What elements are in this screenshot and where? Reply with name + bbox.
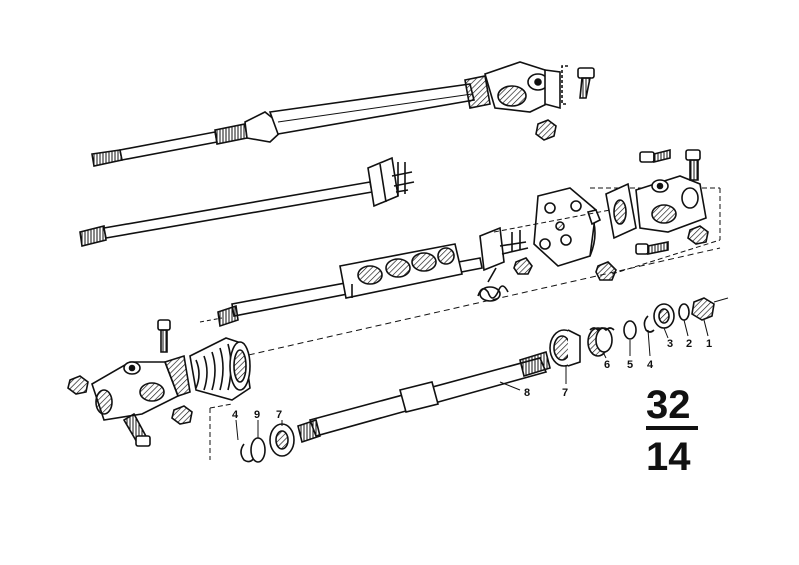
third-row-assembly bbox=[199, 148, 721, 328]
lower-shaft-top-spline bbox=[519, 350, 551, 378]
joint-nut-right bbox=[687, 225, 709, 245]
callout-4-upper: 4 bbox=[647, 359, 654, 371]
right-universal-joint bbox=[605, 175, 707, 240]
upper-shaft-mid-spline bbox=[214, 123, 248, 145]
callout-1: 1 bbox=[706, 338, 712, 350]
group-number-divider bbox=[646, 426, 698, 430]
part-6-spring bbox=[587, 327, 615, 357]
housing-shaft-spline-end bbox=[217, 304, 239, 328]
lower-shaft-spline-end bbox=[297, 418, 321, 444]
lower-shaft-collar bbox=[399, 381, 439, 413]
intermediate-steering-shaft bbox=[79, 156, 415, 247]
upper-shaft-sleeve bbox=[464, 75, 491, 109]
return-spring bbox=[477, 267, 509, 302]
intermediate-shaft-flange bbox=[367, 156, 415, 208]
coupling-nut-left bbox=[513, 257, 533, 275]
callout-6: 6 bbox=[604, 359, 610, 371]
joint-bolt-top-right bbox=[685, 149, 701, 181]
lower-left-assembly bbox=[67, 247, 721, 460]
coupling-nut-lower bbox=[595, 261, 617, 281]
upper-universal-joint bbox=[484, 61, 561, 113]
callout-9: 9 bbox=[254, 409, 260, 421]
part-3-bearing bbox=[653, 303, 675, 329]
lower-joint-nut-bottom bbox=[171, 405, 193, 425]
flexible-shaft-bellows bbox=[339, 243, 463, 299]
callout-leaders bbox=[235, 319, 709, 441]
part-5-ring bbox=[623, 320, 637, 340]
upper-shaft-tube bbox=[268, 83, 475, 135]
callout-3: 3 bbox=[667, 338, 673, 350]
upper-steering-shaft bbox=[91, 61, 595, 167]
part-4-circlip-lower bbox=[240, 443, 255, 463]
flexible-rubber-coupling bbox=[533, 187, 597, 267]
lower-joint-bolt-bottom bbox=[122, 412, 151, 447]
lower-universal-joint bbox=[91, 354, 191, 421]
callout-numbers: 1 2 3 4 5 6 7 8 4 9 7 bbox=[232, 338, 712, 421]
part-7-bearing-housing bbox=[549, 329, 581, 367]
callout-2: 2 bbox=[686, 338, 692, 350]
part-7-seal-lower bbox=[269, 423, 295, 457]
lower-joint-bolt-top bbox=[157, 319, 171, 353]
upper-shaft-thin-section bbox=[119, 131, 218, 161]
joint-bolt-top-left bbox=[639, 148, 671, 164]
callout-4-lower: 4 bbox=[232, 409, 239, 421]
joint-bolt-bottom bbox=[635, 241, 669, 255]
upper-shaft-spline-end bbox=[91, 149, 123, 167]
upper-shaft-cone bbox=[244, 111, 287, 143]
steering-boot bbox=[189, 337, 251, 401]
upper-clamp-nut bbox=[535, 119, 557, 141]
upper-clamp-bolt bbox=[577, 67, 595, 99]
callout-5: 5 bbox=[627, 359, 633, 371]
group-number: 32 bbox=[646, 383, 691, 427]
callout-8: 8 bbox=[524, 387, 530, 399]
housing-flange bbox=[479, 226, 529, 272]
lower-joint-nut-left bbox=[67, 375, 89, 395]
lower-shaft-assembly bbox=[240, 297, 729, 463]
part-1-nut bbox=[691, 297, 715, 321]
intermediate-shaft-spline-end bbox=[79, 225, 107, 247]
group-number-block: 32 14 bbox=[646, 383, 698, 479]
callout-7-upper: 7 bbox=[562, 387, 568, 399]
subgroup-number: 14 bbox=[646, 435, 691, 479]
part-4-circlip-upper bbox=[643, 315, 655, 333]
part-2-washer bbox=[678, 303, 690, 321]
part-9-ring bbox=[250, 437, 266, 463]
callout-7-lower: 7 bbox=[276, 409, 282, 421]
